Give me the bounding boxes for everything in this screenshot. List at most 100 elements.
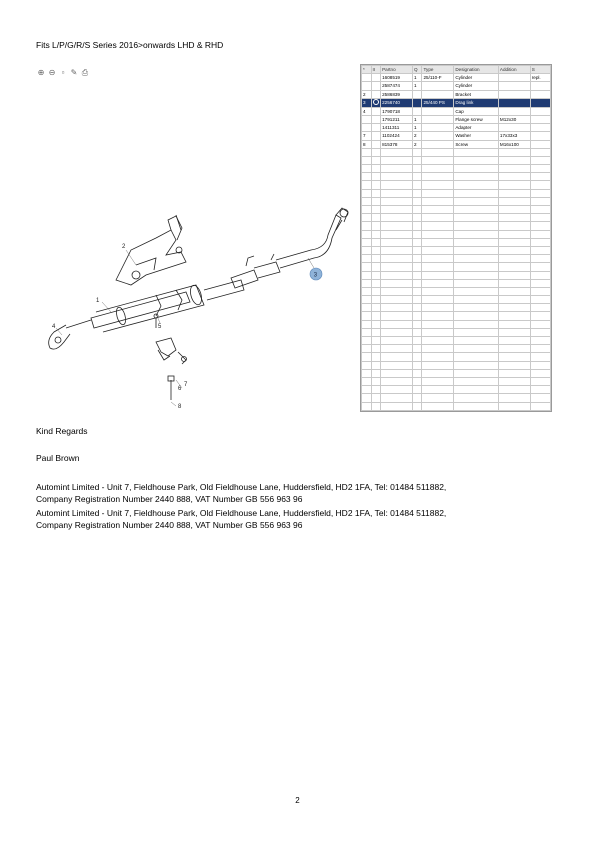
- callout-1[interactable]: 1: [96, 298, 100, 304]
- table-row[interactable]: [361, 278, 551, 288]
- table-row[interactable]: [361, 368, 551, 378]
- callout-5[interactable]: 5: [158, 324, 162, 330]
- table-cell: [370, 237, 382, 247]
- table-cell: [453, 393, 499, 403]
- table-cell: [497, 180, 531, 190]
- table-cell: 1: [411, 123, 423, 133]
- col-header-qty[interactable]: Q: [411, 65, 423, 75]
- table-cell: [497, 254, 531, 264]
- col-header-pos[interactable]: *: [361, 65, 372, 75]
- table-cell: [529, 393, 551, 403]
- table-row[interactable]: [361, 262, 551, 272]
- table-row[interactable]: [361, 295, 551, 305]
- table-row[interactable]: [361, 319, 551, 329]
- table-cell: [497, 204, 531, 215]
- table-row[interactable]: [361, 147, 551, 157]
- callout-4[interactable]: 4: [52, 324, 56, 330]
- table-row[interactable]: [361, 352, 551, 362]
- table-cell: [421, 229, 455, 239]
- col-header-addition[interactable]: Addition: [497, 65, 531, 75]
- table-row[interactable]: [361, 229, 551, 239]
- table-cell: [497, 97, 531, 108]
- table-cell: [380, 360, 413, 370]
- fit-icon[interactable]: ▫: [61, 68, 65, 77]
- table-cell: [411, 213, 423, 223]
- callout-3-highlight[interactable]: 3: [309, 267, 323, 281]
- table-cell: [361, 155, 372, 166]
- table-cell: [421, 81, 455, 91]
- table-row[interactable]: [361, 196, 551, 207]
- table-cell: M12x30: [497, 114, 531, 125]
- table-row[interactable]: [361, 155, 551, 166]
- table-cell: [497, 262, 531, 272]
- selected-row-radio-icon[interactable]: [372, 99, 379, 105]
- table-cell: [497, 401, 531, 411]
- table-row[interactable]: [361, 335, 551, 346]
- table-row[interactable]: [361, 303, 551, 313]
- table-row[interactable]: [361, 376, 551, 387]
- table-row[interactable]: [361, 221, 551, 231]
- table-row[interactable]: [361, 360, 551, 370]
- table-row[interactable]: [361, 401, 551, 411]
- col-header-type[interactable]: Type: [421, 65, 455, 75]
- print-icon[interactable]: ⎙: [81, 68, 89, 77]
- callout-6[interactable]: 6: [178, 386, 182, 392]
- col-header-designation[interactable]: Designation: [453, 65, 499, 75]
- table-row[interactable]: [361, 311, 551, 321]
- table-row[interactable]: [361, 327, 551, 338]
- table-row[interactable]: [361, 286, 551, 297]
- table-cell: [453, 278, 499, 288]
- table-cell: [370, 131, 382, 141]
- callout-8[interactable]: 8: [178, 404, 182, 410]
- table-row[interactable]: [361, 409, 551, 411]
- table-row[interactable]: [361, 245, 551, 256]
- table-row[interactable]: [361, 237, 551, 247]
- table-row[interactable]: [361, 270, 551, 280]
- col-header-s[interactable]: S: [529, 65, 551, 75]
- table-cell: Cap: [453, 106, 499, 116]
- table-cell: [529, 196, 551, 207]
- table-row[interactable]: [361, 180, 551, 190]
- table-cell: [370, 97, 382, 108]
- table-row[interactable]: [361, 204, 551, 215]
- table-cell: [497, 245, 531, 256]
- table-cell: [380, 319, 413, 329]
- table-row[interactable]: [361, 188, 551, 198]
- col-header-partno[interactable]: Partno: [380, 65, 413, 75]
- table-row[interactable]: [361, 393, 551, 403]
- table-row[interactable]: [361, 254, 551, 264]
- zoom-in-icon[interactable]: ⊕: [37, 68, 45, 77]
- table-cell: [421, 114, 455, 125]
- table-row[interactable]: [361, 213, 551, 223]
- table-cell: [497, 278, 531, 288]
- table-row[interactable]: [361, 344, 551, 354]
- table-row[interactable]: [361, 385, 551, 395]
- table-cell: [497, 172, 531, 182]
- table-cell: [529, 409, 551, 411]
- table-row[interactable]: [361, 164, 551, 174]
- callout-2[interactable]: 2: [122, 244, 126, 250]
- table-row[interactable]: [361, 172, 551, 182]
- table-cell: [411, 245, 423, 256]
- table-cell: [529, 229, 551, 239]
- zoom-out-icon[interactable]: ⊖: [48, 68, 56, 77]
- edit-icon[interactable]: ✎: [70, 68, 78, 77]
- table-cell: [453, 401, 499, 411]
- table-cell: [370, 319, 382, 329]
- table-cell: [361, 229, 372, 239]
- table-cell: 2: [361, 89, 372, 99]
- col-header-ii[interactable]: II: [370, 65, 382, 75]
- table-cell: [370, 245, 382, 256]
- table-cell: [497, 327, 531, 338]
- table-cell: 2587474: [380, 81, 413, 91]
- callout-7[interactable]: 7: [184, 382, 188, 388]
